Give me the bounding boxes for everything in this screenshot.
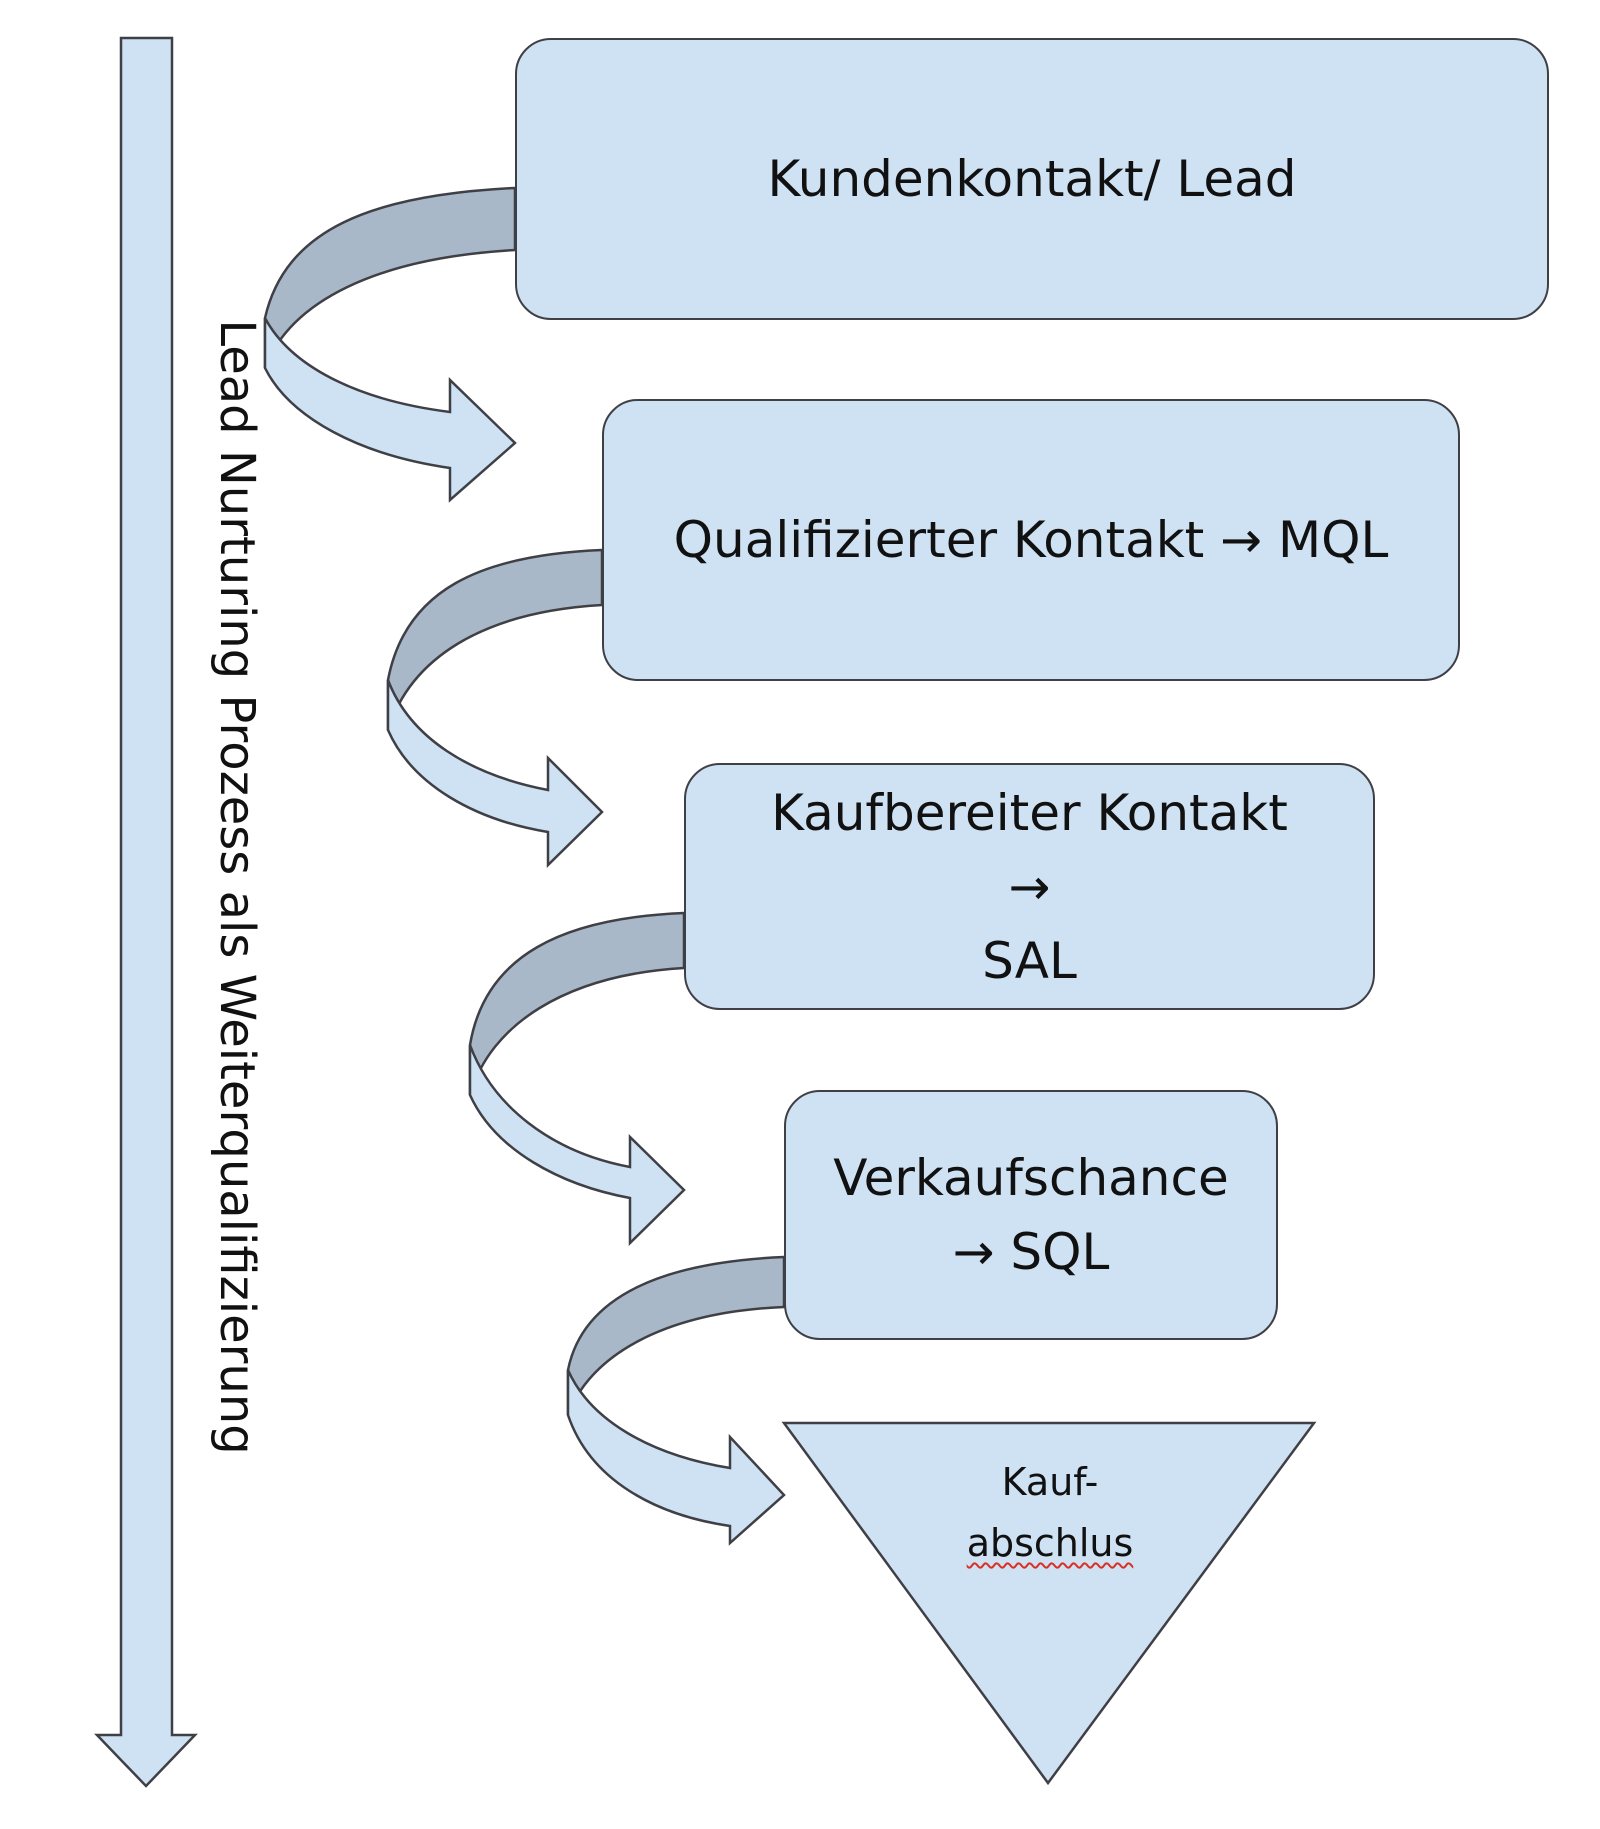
final-stage-triangle — [781, 1421, 1317, 1786]
curved-arrow-2 — [386, 548, 604, 868]
process-arrow — [94, 36, 198, 1788]
curved-arrow-1 — [263, 186, 517, 503]
stage-box-sql: Verkaufschance → SQL — [784, 1090, 1278, 1340]
stage-box-mql: Qualifizierter Kontakt → MQL — [602, 399, 1460, 681]
stage-box-lead: Kundenkontakt/ Lead — [515, 38, 1549, 320]
stage-label-lead: Kundenkontakt/ Lead — [767, 150, 1297, 208]
stage-label-mql: Qualifizierter Kontakt → MQL — [673, 511, 1389, 569]
curved-arrow-3 — [468, 911, 686, 1246]
spellcheck-underline: abschlus — [966, 1521, 1134, 1565]
process-label: Lead Nurturing Prozess als Weiterqualifi… — [209, 319, 265, 1455]
curved-arrow-4 — [566, 1255, 786, 1546]
final-stage-label: Kauf- abschlus — [966, 1460, 1134, 1565]
stage-label-sql: Verkaufschance → SQL — [833, 1149, 1229, 1281]
stage-box-sal: Kaufbereiter Kontakt → SAL — [684, 763, 1375, 1010]
stage-label-sal: Kaufbereiter Kontakt → SAL — [771, 783, 1288, 990]
